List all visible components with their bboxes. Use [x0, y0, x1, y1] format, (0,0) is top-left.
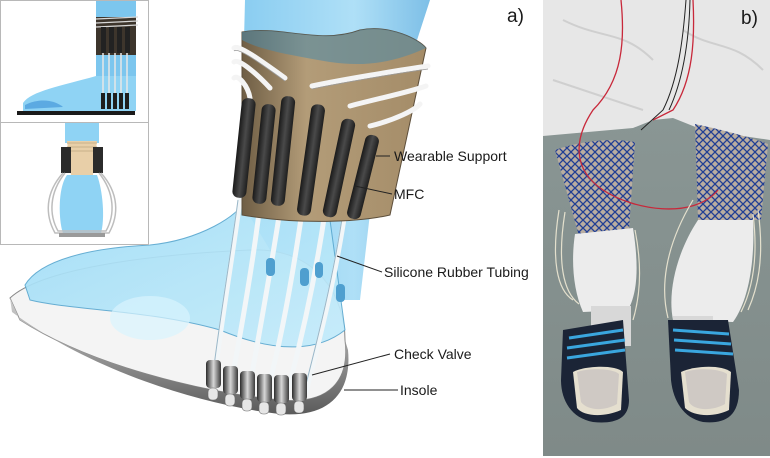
- support-inner: [242, 28, 426, 65]
- panel-a-label: a): [507, 6, 524, 27]
- callout-mfc: MFC: [394, 186, 425, 202]
- photo-tubing: [554, 199, 762, 321]
- check-valves: [206, 360, 307, 416]
- panel-b-label: b): [741, 8, 758, 29]
- callout-check-valve: Check Valve: [394, 346, 472, 362]
- right-pant-cuff: [671, 220, 754, 322]
- panel-a: a) Wearable Support MFC Silicone Rubber …: [0, 0, 529, 416]
- suit-top: [543, 0, 770, 140]
- foot-highlight: [110, 296, 190, 340]
- sandal-stripes: [566, 328, 734, 360]
- red-wire: [578, 0, 719, 210]
- callout-wearable-support: Wearable Support: [394, 148, 507, 164]
- black-wires: [640, 0, 691, 131]
- insole-edge: [10, 298, 349, 415]
- side-view-illustration: [17, 1, 139, 115]
- inset-side-view: [0, 0, 149, 123]
- tubing-connectors: [266, 258, 345, 302]
- main-illustration: [9, 0, 431, 416]
- rear-view-illustration: [47, 123, 117, 237]
- tube-wraps: [231, 44, 431, 129]
- callout-leaders: [311, 155, 398, 391]
- left-pant-cuff: [573, 228, 637, 312]
- tubes: [212, 197, 348, 395]
- inset-rear-view: [0, 122, 149, 245]
- prototype-photo: [543, 0, 770, 456]
- panel-b-photo: b): [543, 0, 770, 456]
- callout-insole: Insole: [400, 382, 438, 398]
- callout-silicone-rubber-tubing: Silicone Rubber Tubing: [384, 264, 529, 280]
- mfc-bars: [232, 96, 379, 220]
